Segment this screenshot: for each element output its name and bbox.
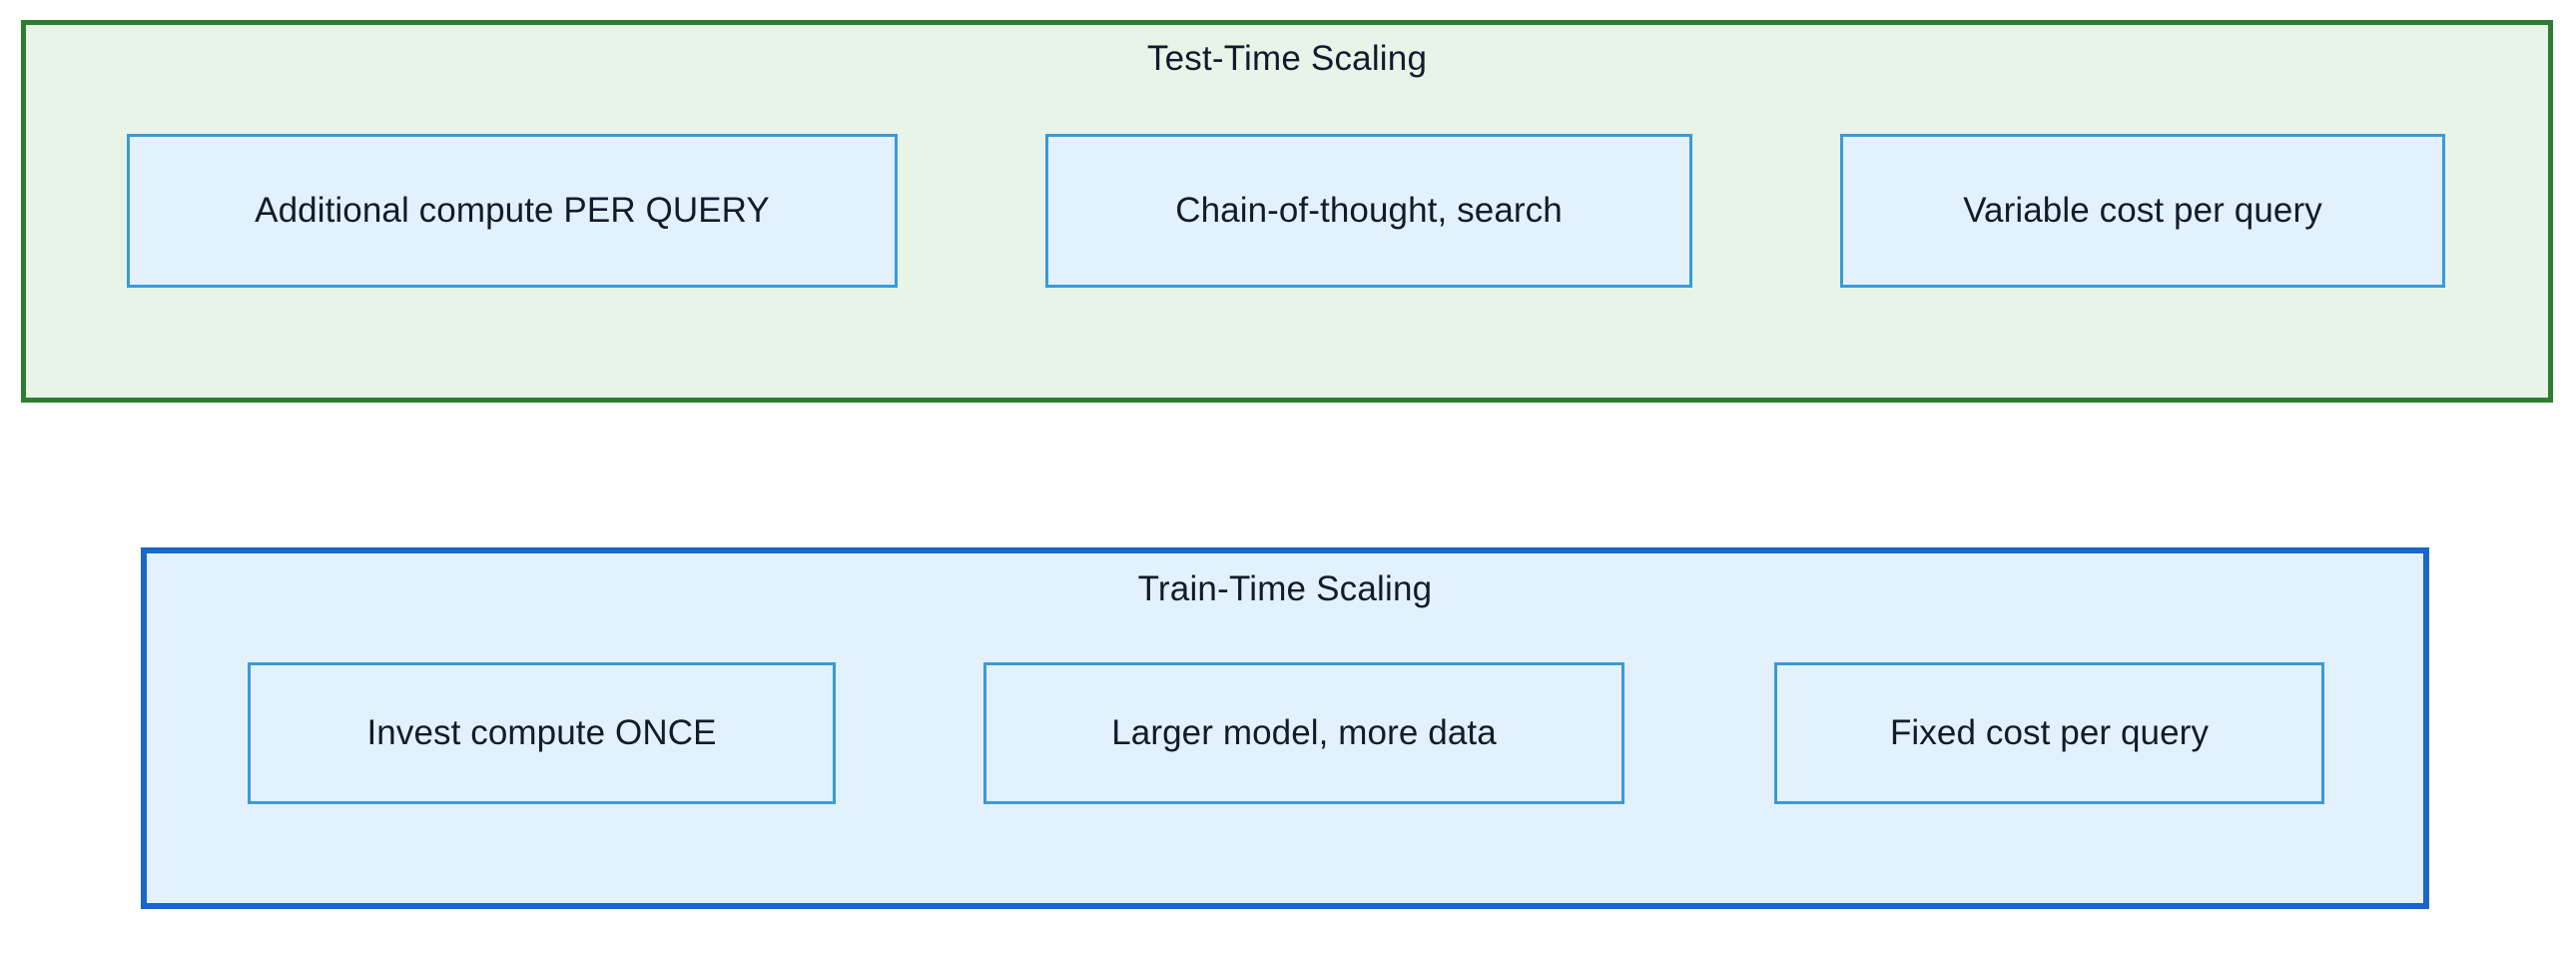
item-label: Fixed cost per query (1889, 712, 2210, 752)
item-box-fixed-cost-per-query: Fixed cost per query (1774, 662, 2324, 804)
item-box-larger-model-more-data: Larger model, more data (983, 662, 1624, 804)
item-label: Additional compute PER QUERY (255, 190, 770, 230)
item-label: Chain-of-thought, search (1175, 190, 1563, 230)
group-title-test-time-scaling: Test-Time Scaling (1146, 39, 1428, 78)
item-box-variable-cost-per-query: Variable cost per query (1840, 134, 2445, 288)
item-label: Larger model, more data (1111, 712, 1497, 752)
group-test-time-scaling: Test-Time Scaling Additional compute PER… (21, 20, 2553, 403)
item-box-additional-compute-per-query: Additional compute PER QUERY (127, 134, 898, 288)
item-label: Invest compute ONCE (366, 712, 717, 752)
item-box-invest-compute-once: Invest compute ONCE (248, 662, 836, 804)
group-train-time-scaling: Train-Time Scaling Invest compute ONCE L… (141, 547, 2429, 909)
item-label: Variable cost per query (1963, 190, 2322, 230)
item-box-chain-of-thought-search: Chain-of-thought, search (1045, 134, 1692, 288)
group-title-train-time-scaling: Train-Time Scaling (1137, 569, 1433, 608)
